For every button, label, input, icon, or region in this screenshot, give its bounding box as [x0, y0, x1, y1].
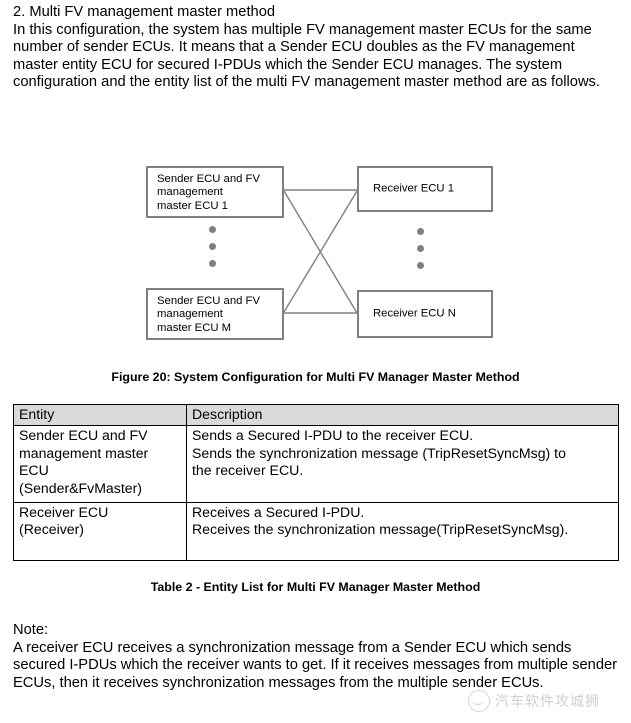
table-header-entity: Entity	[13, 403, 187, 427]
intro-paragraph: In this configuration, the system has mu…	[13, 21, 600, 91]
system-configuration-diagram: Sender ECU and FV management master ECU …	[0, 150, 631, 365]
table-row: Sender ECU and FV management master ECU …	[13, 425, 619, 503]
ellipsis-dot	[209, 226, 216, 233]
node-sender-ecu-1-label: Sender ECU and FV management master ECU …	[157, 173, 260, 212]
description-text: Sends a Secured I-PDU to the receiver EC…	[192, 427, 566, 479]
ellipsis-dots-receiver	[417, 228, 426, 269]
table-cell-entity: Sender ECU and FV management master ECU …	[13, 425, 187, 503]
table-caption: Table 2 - Entity List for Multi FV Manag…	[150, 580, 481, 594]
entity-list-table: Entity Description Sender ECU and FV man…	[13, 403, 619, 562]
node-receiver-ecu-1: Receiver ECU 1	[357, 166, 493, 212]
entity-text: Sender ECU and FV management master ECU …	[19, 427, 149, 496]
ellipsis-dot	[209, 243, 216, 250]
node-sender-ecu-m-label: Sender ECU and FV management master ECU …	[157, 295, 260, 334]
node-sender-ecu-1: Sender ECU and FV management master ECU …	[146, 166, 284, 218]
section-heading: 2. Multi FV management master method	[13, 4, 276, 20]
ellipsis-dot	[209, 260, 216, 267]
table-header-row: Entity Description	[13, 403, 619, 427]
watermark-logo-icon	[468, 690, 490, 712]
table-header-description: Description	[186, 403, 619, 427]
ellipsis-dots-sender	[209, 226, 218, 267]
entity-text: Receiver ECU (Receiver)	[19, 503, 109, 538]
intro-block: 2. Multi FV management master method In …	[13, 4, 619, 92]
table-cell-description: Sends a Secured I-PDU to the receiver EC…	[186, 425, 619, 503]
node-receiver-ecu-n: Receiver ECU N	[357, 290, 493, 338]
figure-caption: Figure 20: System Configuration for Mult…	[111, 370, 520, 384]
note-block: Note: A receiver ECU receives a synchron…	[13, 622, 621, 692]
ellipsis-dot	[417, 228, 424, 235]
table-row: Receiver ECU (Receiver) Receives a Secur…	[13, 501, 619, 562]
ellipsis-dot	[417, 262, 424, 269]
note-body: A receiver ECU receives a synchronizatio…	[13, 639, 618, 691]
node-receiver-ecu-n-label: Receiver ECU N	[373, 307, 456, 320]
connector-lines	[283, 189, 358, 314]
watermark-text: 汽车软件攻城狮	[495, 694, 600, 710]
table-cell-entity: Receiver ECU (Receiver)	[13, 501, 187, 562]
ellipsis-dot	[417, 245, 424, 252]
table-cell-description: Receives a Secured I-PDU. Receives the s…	[186, 501, 619, 562]
node-sender-ecu-m: Sender ECU and FV management master ECU …	[146, 288, 284, 340]
note-label: Note:	[13, 622, 49, 638]
description-text: Receives a Secured I-PDU. Receives the s…	[192, 503, 569, 538]
node-receiver-ecu-1-label: Receiver ECU 1	[373, 182, 454, 195]
